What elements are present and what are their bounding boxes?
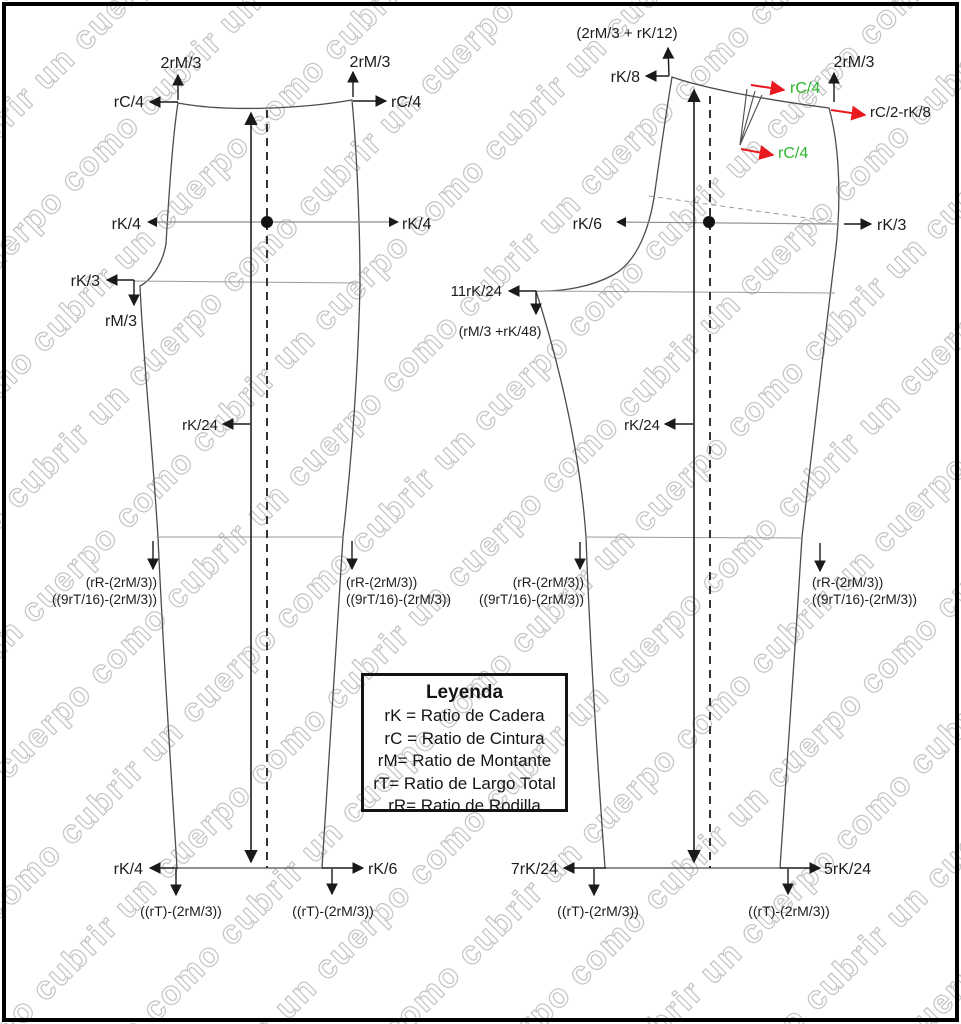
back-red-arrow-rc4-waist bbox=[750, 80, 786, 96]
label-front-rk3: rK/3 bbox=[71, 273, 100, 290]
front-piece-outline bbox=[139, 99, 361, 869]
legend-entry-rt: rT= Ratio de Largo Total bbox=[373, 773, 556, 793]
label-back-rm3-rk48: (rM/3 +rK/48) bbox=[459, 323, 542, 339]
back-red-arrow-rc2-rk8 bbox=[830, 105, 867, 121]
label-back-rk8: rK/8 bbox=[611, 69, 640, 86]
label-front-knee-left-line1: (rR-(2rM/3)) bbox=[86, 575, 157, 590]
back-dart-leg-left bbox=[739, 88, 748, 146]
label-front-knee-right-line2: ((9rT/16)-(2rM/3)) bbox=[346, 592, 451, 607]
back-piece-outline bbox=[535, 76, 840, 869]
label-front-rc4-right: rC/4 bbox=[391, 94, 421, 111]
label-front-rc4-left: rC/4 bbox=[114, 94, 144, 111]
legend-box: Leyenda rK = Ratio de Cadera rC = Ratio … bbox=[361, 673, 568, 815]
back-balance-dashed-diagonal bbox=[648, 195, 837, 223]
label-back-knee-right-line1: (rR-(2rM/3)) bbox=[812, 575, 883, 590]
back-red-arrow-rc4-dart bbox=[740, 145, 775, 160]
back-elbow-top-vertical bbox=[662, 46, 675, 77]
label-front-2rm3-left: 2rM/3 bbox=[161, 55, 202, 72]
label-back-2rm3: 2rM/3 bbox=[834, 54, 875, 71]
label-back-hem-rt-right: ((rT)-(2rM/3)) bbox=[748, 903, 830, 919]
label-back-hem-7rk24: 7rK/24 bbox=[511, 861, 558, 878]
label-front-rk4-right: rK/4 bbox=[402, 216, 431, 233]
legend-entry-rr: rR= Ratio de Rodilla bbox=[388, 796, 541, 815]
back-pivot-dot bbox=[703, 216, 715, 228]
label-back-knee-left-line2: ((9rT/16)-(2rM/3)) bbox=[479, 592, 584, 607]
legend-entry-rk: rK = Ratio de Cadera bbox=[384, 706, 545, 725]
label-front-knee-right-line1: (rR-(2rM/3)) bbox=[346, 575, 417, 590]
legend-entry-rc: rC = Ratio de Cintura bbox=[384, 728, 545, 748]
back-dart-leg-right bbox=[739, 94, 763, 146]
back-hip-line bbox=[615, 216, 839, 228]
label-back-rc2-rk8: rC/2-rK/8 bbox=[870, 104, 931, 121]
label-front-rk4-left: rK/4 bbox=[112, 216, 141, 233]
label-layer: 2rM/3 2rM/3 rC/4 rC/4 rK/4 rK/4 rK/3 rM/3 rK/24 (… bbox=[52, 25, 931, 919]
label-back-rk6: rK/6 bbox=[573, 216, 602, 233]
label-front-hem-rt-right: ((rT)-(2rM/3)) bbox=[292, 903, 374, 919]
label-front-hem-rk6: rK/6 bbox=[368, 861, 397, 878]
legend-entry-rm: rM= Ratio de Montante bbox=[377, 751, 552, 770]
label-front-hem-rk4: rK/4 bbox=[114, 861, 143, 878]
label-back-rc4-waist: rC/4 bbox=[790, 80, 820, 97]
front-pivot-dot bbox=[261, 216, 273, 228]
back-dart-leg-middle bbox=[739, 90, 756, 146]
label-front-hem-rt-left: ((rT)-(2rM/3)) bbox=[140, 903, 222, 919]
label-back-knee-left-line1: (rR-(2rM/3)) bbox=[513, 575, 584, 590]
back-crotch-line bbox=[535, 290, 836, 294]
legend-title: Leyenda bbox=[425, 682, 504, 703]
label-back-hem-5rk24: 5rK/24 bbox=[824, 861, 871, 878]
label-front-2rm3-right: 2rM/3 bbox=[350, 54, 391, 71]
label-back-hem-rt-left: ((rT)-(2rM/3)) bbox=[557, 903, 639, 919]
label-front-rm3: rM/3 bbox=[105, 313, 137, 330]
label-back-rc4-dart: rC/4 bbox=[778, 145, 808, 162]
label-back-knee-right-line2: ((9rT/16)-(2rM/3)) bbox=[812, 592, 917, 607]
label-back-top-formula: (2rM/3 + rK/12) bbox=[576, 25, 677, 42]
label-front-rk24: rK/24 bbox=[182, 417, 218, 434]
label-back-rk3: rK/3 bbox=[877, 217, 906, 234]
label-back-rk24: rK/24 bbox=[624, 417, 660, 434]
label-front-knee-left-line2: ((9rT/16)-(2rM/3)) bbox=[52, 592, 157, 607]
label-back-11rk24: 11rK/24 bbox=[451, 283, 502, 300]
